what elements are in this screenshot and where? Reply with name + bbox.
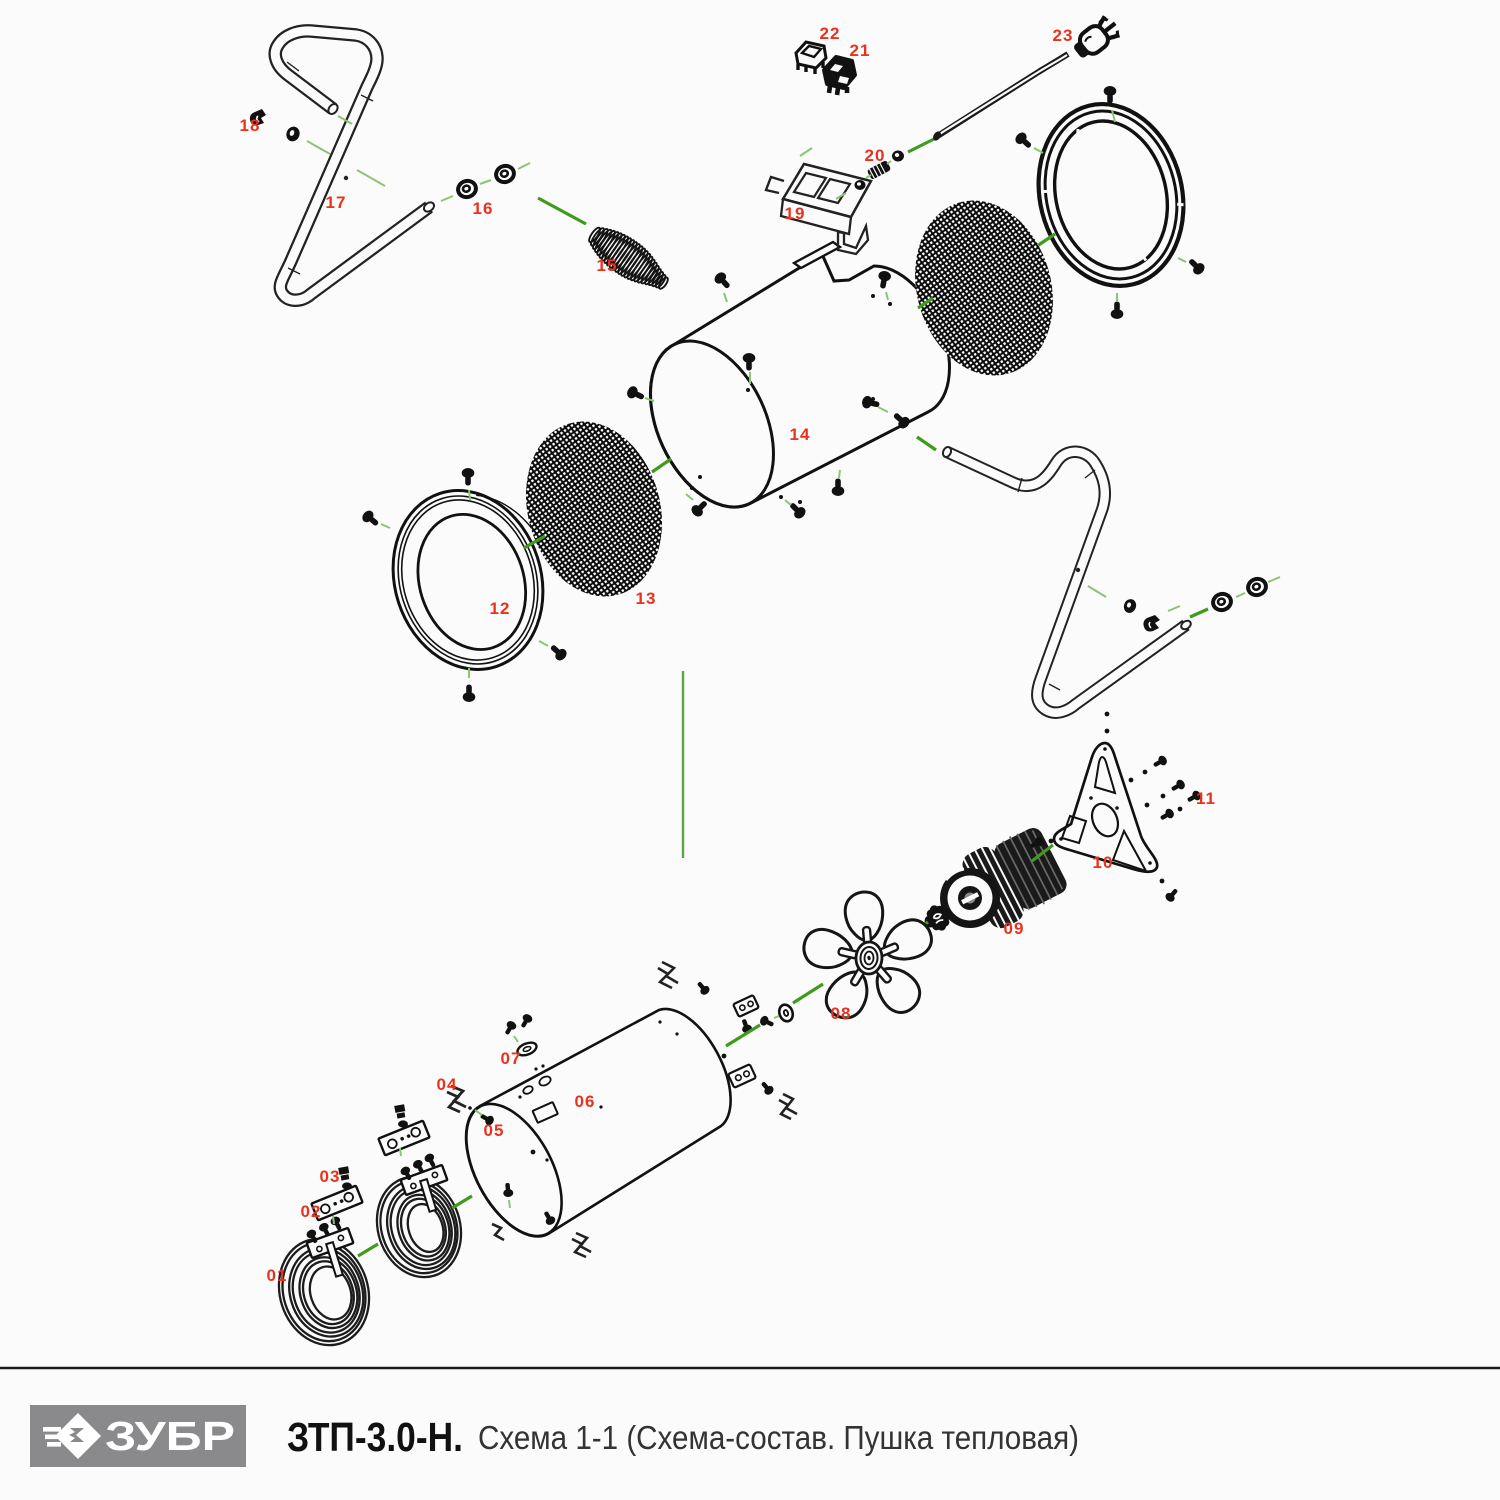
svg-text:ЗУБР: ЗУБР [105, 1413, 235, 1459]
svg-text:16: 16 [473, 199, 494, 218]
svg-text:23: 23 [1053, 26, 1074, 45]
svg-text:11: 11 [1196, 789, 1216, 808]
svg-text:14: 14 [790, 425, 811, 444]
svg-text:ЗТП-3.0-Н.: ЗТП-3.0-Н. [287, 1414, 463, 1460]
svg-text:04: 04 [437, 1075, 458, 1094]
svg-text:06: 06 [575, 1092, 596, 1111]
svg-text:03: 03 [320, 1167, 341, 1186]
svg-text:01: 01 [267, 1266, 288, 1285]
svg-text:19: 19 [785, 204, 806, 223]
svg-text:15: 15 [597, 256, 618, 275]
svg-text:05: 05 [484, 1121, 505, 1140]
svg-text:17: 17 [326, 193, 347, 212]
svg-text:12: 12 [490, 599, 511, 618]
svg-text:08: 08 [831, 1004, 852, 1023]
svg-text:10: 10 [1093, 853, 1114, 872]
svg-text:22: 22 [820, 24, 841, 43]
svg-text:20: 20 [865, 146, 886, 165]
svg-text:21: 21 [850, 41, 871, 60]
svg-text:13: 13 [636, 589, 657, 608]
svg-text:Схема 1-1 (Схема-состав. Пушка: Схема 1-1 (Схема-состав. Пушка тепловая) [478, 1419, 1079, 1456]
svg-text:07: 07 [501, 1049, 522, 1068]
svg-text:09: 09 [1004, 919, 1025, 938]
svg-text:18: 18 [240, 116, 261, 135]
svg-text:02: 02 [301, 1202, 322, 1221]
